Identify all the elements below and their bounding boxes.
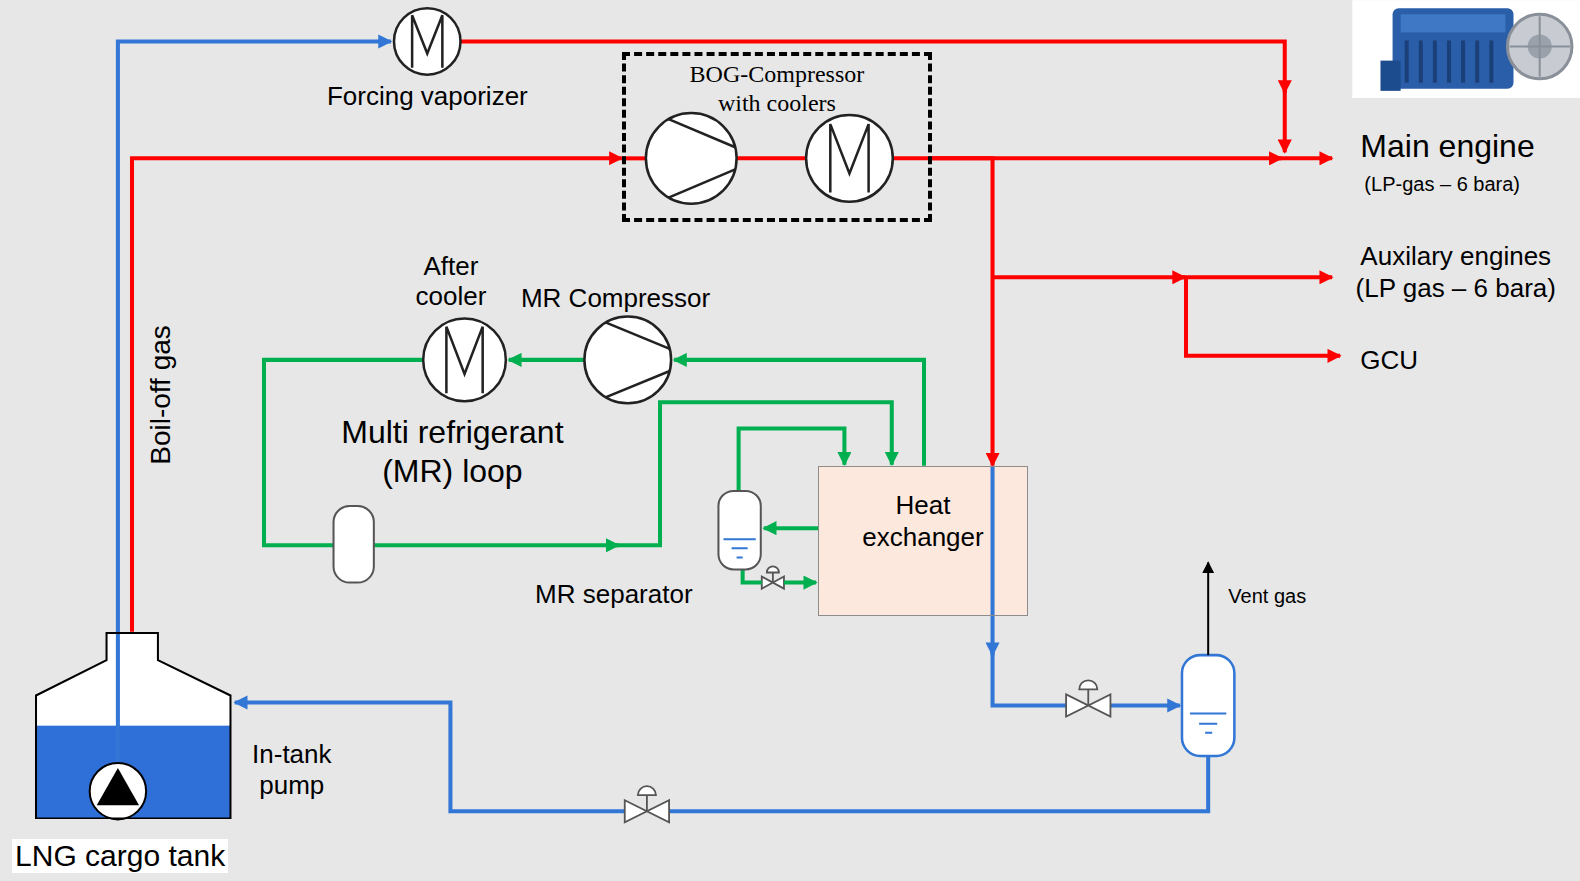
equipment-symbol (584, 317, 671, 404)
valve-symbol (638, 786, 656, 795)
stream-label: Boil-off gas (144, 325, 178, 465)
gas-lines (737, 156, 807, 160)
engine-picture (1352, 0, 1580, 98)
mr-vessels (334, 491, 761, 583)
tank-title: LNG cargo tank (12, 839, 228, 874)
mr-loop-lines (674, 360, 924, 466)
lng-separator (1207, 562, 1209, 655)
lng-lines (235, 702, 625, 811)
heat-exchanger-fill (818, 466, 1028, 616)
valve-symbol (772, 573, 774, 583)
lng-lines (1110, 703, 1180, 707)
equipment-label: MR separator (535, 579, 693, 610)
lng-separator (1182, 655, 1234, 756)
compressor-group-box: BOG-Compressor with coolers (622, 52, 932, 221)
consumer-label: GCU (1360, 345, 1418, 376)
in-tank-pump (90, 763, 146, 819)
engine-picture (1393, 8, 1514, 89)
equipment-symbol (446, 327, 482, 394)
pipe-connector (932, 158, 992, 465)
engine-picture (1509, 16, 1569, 76)
engine-picture (1401, 14, 1506, 32)
consumer-label: Main engine (1360, 127, 1534, 165)
group-title: BOG-Compressor with coolers (677, 60, 877, 118)
equipment-symbol (646, 113, 737, 204)
gas-lines (1278, 156, 1332, 160)
gas-lines (893, 156, 932, 160)
tank-shape: LNG cargo tank (35, 632, 231, 819)
equipment-label: Forcing vaporizer (307, 81, 547, 112)
mr-loop-lines (509, 358, 585, 362)
equipment-symbol (606, 323, 670, 398)
engine-picture (1407, 40, 1492, 82)
equipment-symbol (394, 8, 893, 403)
lng-lines (993, 650, 1067, 705)
tank-outline (35, 632, 231, 819)
process-box: Heat exchanger (818, 466, 1028, 616)
mr-loop-lines (739, 428, 845, 490)
valve-symbol (1087, 689, 1089, 705)
stream-label: Vent gas (1228, 584, 1306, 608)
valve-symbol (767, 566, 779, 572)
gas-lines (1283, 89, 1287, 152)
loop-label: Multi refrigerant (MR) loop (317, 413, 587, 490)
gas-lines (1181, 275, 1332, 279)
equipment-symbol (669, 119, 736, 198)
lng-separator (1190, 714, 1226, 733)
mr-loop-lines (784, 581, 816, 585)
equipment-symbol (412, 15, 442, 67)
gas-lines (460, 41, 1284, 92)
gas-lines (1186, 277, 1340, 356)
mr-vessels (723, 539, 755, 557)
equipment-label: After cooler (396, 252, 506, 312)
mr-loop-lines (374, 543, 619, 547)
equipment-symbol (423, 319, 506, 402)
valve-symbol (625, 566, 1111, 822)
equipment-symbol (806, 115, 893, 202)
valve-symbol (646, 795, 648, 811)
tank-outline (36, 633, 230, 818)
pipe-connector (132, 158, 622, 632)
engine-picture (1380, 61, 1400, 91)
in-tank-pump (97, 768, 139, 805)
equipment-symbol (394, 8, 461, 75)
lng-separator (1182, 562, 1234, 755)
consumer-label: Auxilary engines (LP gas – 6 bara) (1348, 240, 1563, 305)
gas-lines (460, 41, 1340, 355)
equipment-symbol (830, 124, 868, 193)
mr-vessels (334, 506, 374, 583)
equipment-label: In-tank pump (237, 739, 347, 801)
lng-lines (669, 756, 1208, 811)
heat-exchanger-fill (818, 466, 1028, 616)
gas-lines (993, 275, 1185, 279)
pressure-note: (LP-gas – 6 bara) (1364, 172, 1520, 196)
mr-loop-lines (764, 526, 818, 530)
engine-picture (1507, 14, 1571, 78)
mr-loop-lines (743, 569, 762, 582)
mr-vessels (718, 491, 760, 570)
equipment-label: MR Compressor (521, 283, 710, 314)
mr-loop-lines (264, 360, 924, 583)
engine-picture (1352, 0, 1580, 98)
in-tank-pump (90, 763, 146, 819)
box-label: Heat exchanger (848, 489, 998, 554)
lng-lines (991, 466, 995, 655)
valve-symbol (1079, 680, 1097, 689)
